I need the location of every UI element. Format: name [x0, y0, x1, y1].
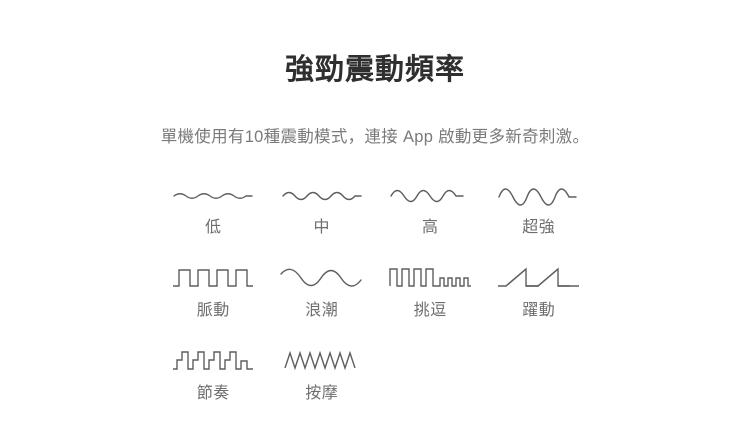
- waveform-triangle-massage-icon: [277, 344, 367, 378]
- mode-label: 節奏: [196, 385, 230, 402]
- mode-item-wave[interactable]: 浪潮: [268, 261, 377, 323]
- waveform-wave-icon: [277, 261, 367, 295]
- mode-item-extreme[interactable]: 超強: [485, 178, 594, 240]
- waveform-sine-high-icon: [385, 178, 475, 212]
- waveform-square-pulse-icon: [168, 261, 258, 295]
- waveform-sine-medium-icon: [277, 178, 367, 212]
- mode-label: 高: [421, 219, 439, 236]
- mode-item-leap[interactable]: 躍動: [485, 261, 594, 323]
- waveform-rhythm-step-icon: [168, 344, 258, 378]
- mode-label: 超強: [522, 219, 556, 236]
- mode-label: 按摩: [305, 385, 339, 402]
- mode-item-massage[interactable]: 按摩: [268, 344, 377, 406]
- modes-row-2: 脈動 浪潮 挑逗: [159, 261, 594, 344]
- page-title: 強勁震動頻率: [284, 54, 465, 86]
- waveform-sawtooth-icon: [494, 261, 584, 295]
- waveform-tease-pulse-icon: [385, 261, 475, 295]
- mode-label: 躍動: [522, 302, 556, 319]
- mode-item-low[interactable]: 低: [159, 178, 268, 240]
- mode-item-rhythm[interactable]: 節奏: [159, 344, 268, 406]
- mode-label: 脈動: [196, 302, 230, 319]
- waveform-sine-low-icon: [168, 178, 258, 212]
- mode-label: 挑逗: [413, 302, 447, 319]
- mode-item-high[interactable]: 高: [376, 178, 485, 240]
- mode-item-medium[interactable]: 中: [268, 178, 377, 240]
- mode-label: 中: [313, 219, 330, 236]
- mode-label: 浪潮: [305, 302, 339, 319]
- modes-row-1: 低 中 高: [159, 178, 594, 261]
- mode-item-tease[interactable]: 挑逗: [376, 261, 485, 323]
- modes-row-3: 節奏 按摩: [159, 344, 594, 427]
- mode-label: 低: [204, 219, 222, 236]
- page-subtitle: 單機使用有10種震動模式，連接 App 啟動更多新奇刺激。: [160, 128, 590, 146]
- vibration-modes-grid: 低 中 高: [159, 178, 594, 427]
- waveform-sine-extreme-icon: [494, 178, 584, 212]
- mode-item-pulse[interactable]: 脈動: [159, 261, 268, 323]
